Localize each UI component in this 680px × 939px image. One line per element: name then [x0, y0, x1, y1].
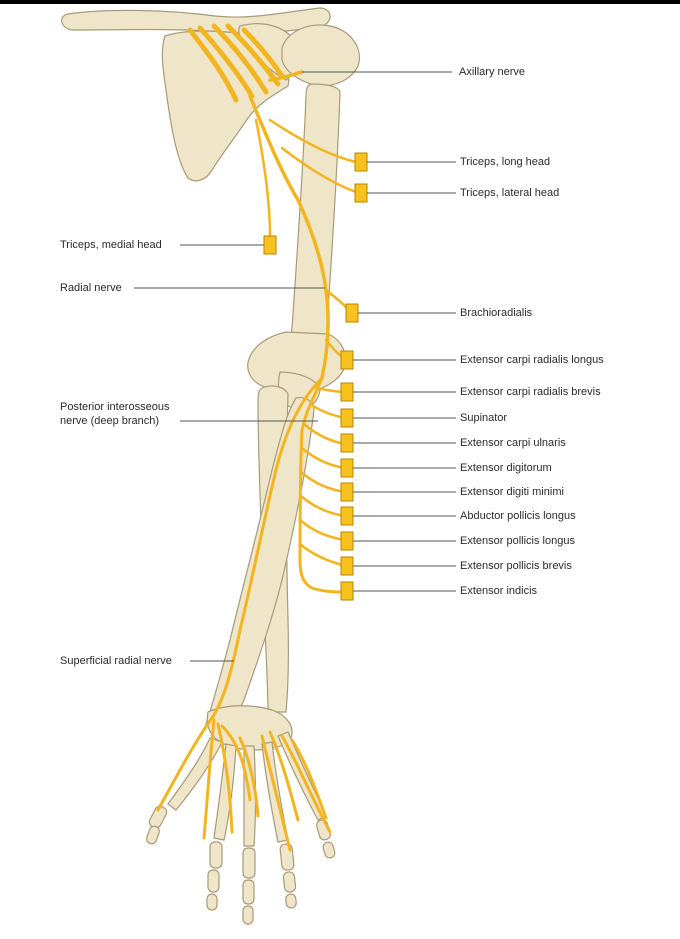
- box-brachioradialis: [345, 303, 359, 323]
- label-abductor-pollicis-longus: Abductor pollicis longus: [460, 510, 576, 522]
- label-supinator: Supinator: [460, 412, 508, 424]
- label-ext-indicis: Extensor indicis: [460, 585, 538, 597]
- label-posterior-interosseous-2: nerve (deep branch): [60, 415, 160, 427]
- triceps-lateral-branch: [280, 146, 358, 194]
- box-apl: [340, 506, 354, 526]
- axillary-nerve-path: [268, 70, 304, 82]
- label-triceps-medial-head: Triceps, medial head: [60, 239, 162, 251]
- label-ext-pollicis-longus: Extensor pollicis longus: [460, 535, 575, 547]
- label-ext-digiti-minimi: Extensor digiti minimi: [460, 486, 564, 498]
- posterior-interosseous-path: [298, 376, 348, 594]
- box-ecu: [340, 433, 354, 453]
- box-supinator: [340, 408, 354, 428]
- label-axillary-nerve: Axillary nerve: [459, 66, 526, 78]
- box-ext-digitorum: [340, 458, 354, 478]
- top-border: [0, 0, 680, 4]
- box-epl: [340, 531, 354, 551]
- label-triceps-lateral-head: Triceps, lateral head: [460, 187, 560, 199]
- box-triceps-long: [354, 152, 368, 172]
- humerus-shaft: [289, 83, 341, 353]
- label-ext-pollicis-brevis: Extensor pollicis brevis: [460, 560, 572, 572]
- box-ecrl: [340, 350, 354, 370]
- box-ecrb: [340, 382, 354, 402]
- label-triceps-long-head: Triceps, long head: [460, 156, 551, 168]
- box-ext-indicis: [340, 581, 354, 601]
- clavicle: [61, 7, 331, 34]
- metacarpal-index: [213, 743, 237, 841]
- box-ext-digiti-minimi: [340, 482, 354, 502]
- phalanges: [146, 805, 336, 925]
- superficial-radial-path: [210, 376, 324, 720]
- label-brachioradialis: Brachioradialis: [460, 307, 533, 319]
- label-radial-nerve: Radial nerve: [60, 282, 122, 294]
- label-ext-carpi-radialis-longus: Extensor carpi radialis longus: [460, 354, 604, 366]
- humeral-head: [281, 24, 360, 87]
- box-epb: [340, 556, 354, 576]
- label-superficial-radial-nerve: Superficial radial nerve: [60, 655, 172, 667]
- label-ext-carpi-radialis-brevis: Extensor carpi radialis brevis: [460, 386, 601, 398]
- box-triceps-medial: [263, 235, 277, 255]
- label-ext-carpi-ulnaris: Extensor carpi ulnaris: [460, 437, 566, 449]
- box-triceps-lateral: [354, 183, 368, 203]
- leader-lines: [134, 71, 456, 662]
- digital-branches: [156, 716, 332, 852]
- label-ext-digitorum: Extensor digitorum: [460, 462, 552, 474]
- triceps-long-branch: [268, 118, 358, 164]
- triceps-medial-branch: [254, 118, 272, 238]
- label-posterior-interosseous-1: Posterior interosseous: [60, 401, 170, 413]
- metacarpal-thumb: [167, 737, 223, 811]
- radial-nerve-path: [248, 94, 330, 380]
